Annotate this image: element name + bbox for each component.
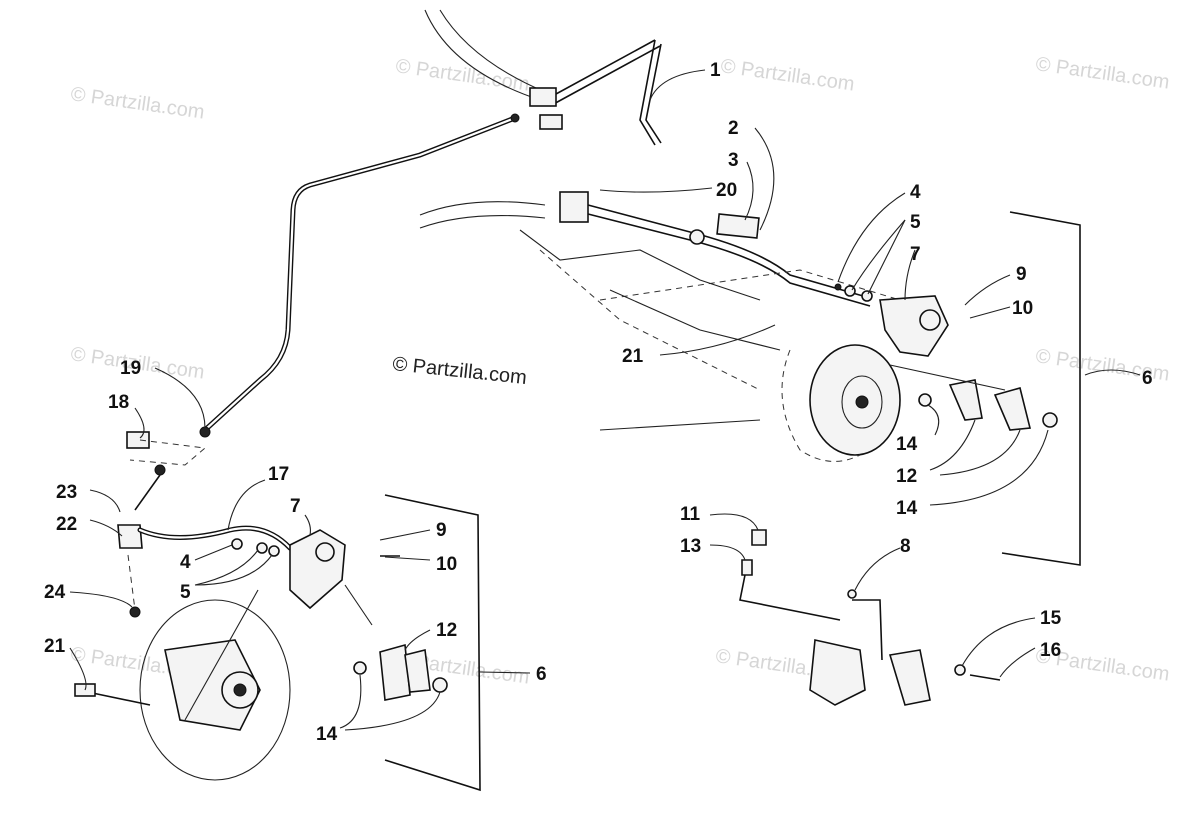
callout-14: 14 — [316, 724, 338, 745]
callout-3: 3 — [728, 150, 739, 171]
callout-21: 21 — [44, 636, 66, 657]
leader-lines — [69, 69, 1141, 731]
callout-11: 11 — [680, 504, 701, 525]
callout-8: 8 — [900, 536, 911, 557]
callout-labels: 1 2 3 20 4 5 7 9 10 21 6 14 12 14 19 18 … — [44, 60, 1153, 745]
callout-9: 9 — [1016, 264, 1027, 285]
callout-4: 4 — [910, 182, 921, 203]
callout-10: 10 — [1012, 298, 1033, 319]
callout-5: 5 — [910, 212, 921, 233]
callout-14: 14 — [896, 498, 918, 519]
callout-4: 4 — [180, 552, 191, 573]
callout-9: 9 — [436, 520, 447, 541]
callout-10: 10 — [436, 554, 457, 575]
watermark: © Partzilla.com — [69, 83, 206, 124]
callout-2: 2 — [728, 118, 739, 139]
watermark-layer: © Partzilla.com © Partzilla.com © Partzi… — [69, 53, 1171, 689]
callout-20: 20 — [716, 180, 737, 201]
callout-12: 12 — [896, 466, 917, 487]
callout-15: 15 — [1040, 608, 1062, 629]
callout-13: 13 — [680, 536, 701, 557]
callout-14: 14 — [896, 434, 918, 455]
callout-17: 17 — [268, 464, 289, 485]
callout-18: 18 — [108, 392, 129, 413]
watermark: © Partzilla.com — [719, 55, 856, 96]
callout-16: 16 — [1040, 640, 1061, 661]
callout-1: 1 — [710, 60, 721, 81]
callout-23: 23 — [56, 482, 77, 503]
callout-7: 7 — [290, 496, 301, 517]
brake-line-assembly — [199, 9, 662, 438]
callout-5: 5 — [180, 582, 191, 603]
callout-6: 6 — [1142, 368, 1153, 389]
watermark: © Partzilla.com — [1034, 53, 1171, 94]
callout-24: 24 — [44, 582, 66, 603]
center-watermark: © Partzilla.com — [391, 353, 527, 389]
caliper-detail — [739, 529, 1001, 706]
front-brake-assembly — [74, 431, 481, 792]
callout-6: 6 — [536, 664, 547, 685]
callout-19: 19 — [120, 358, 141, 379]
rear-brake-assembly — [419, 191, 1081, 566]
callout-22: 22 — [56, 514, 77, 535]
callout-7: 7 — [910, 244, 921, 265]
callout-12: 12 — [436, 620, 457, 641]
callout-21: 21 — [622, 346, 644, 367]
